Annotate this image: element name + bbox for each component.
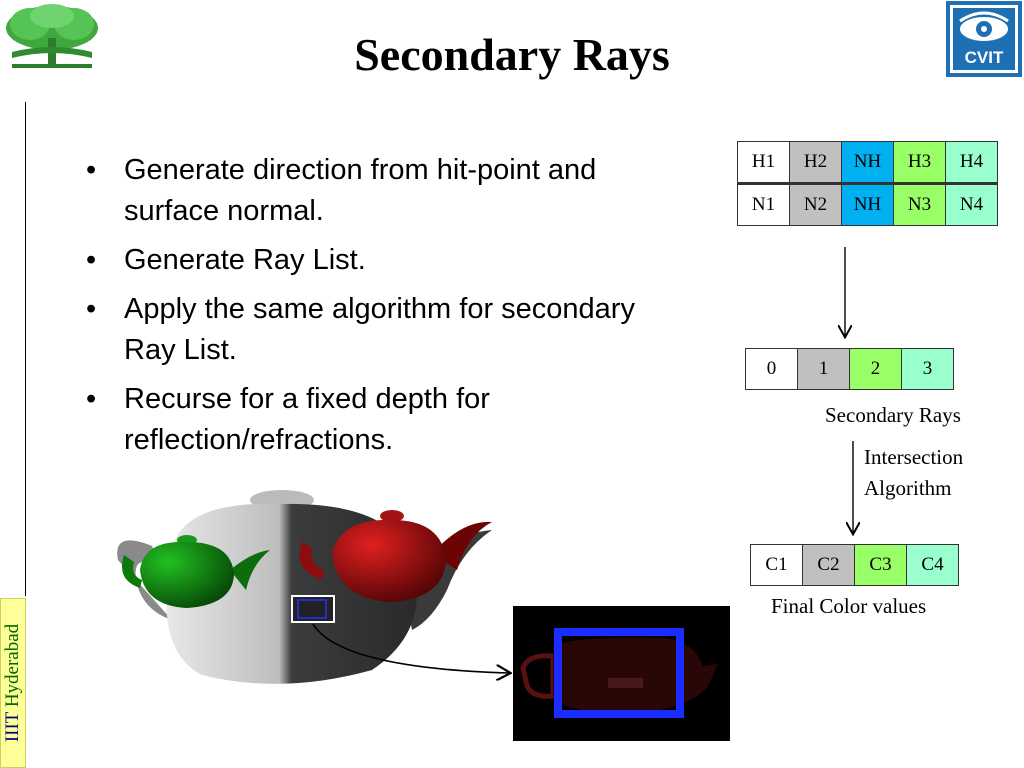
bullet-list: Generate direction from hit-point and su… — [86, 150, 646, 469]
bullet-item: Generate direction from hit-point and su… — [86, 150, 646, 232]
hit-cell: H2 — [789, 141, 842, 185]
normal-cell: N1 — [737, 183, 790, 226]
cvit-logo-text: CVIT — [965, 48, 1004, 67]
bullet-item: Generate Ray List. — [86, 240, 646, 281]
color-cell: C2 — [802, 544, 855, 586]
zoomed-teapot-inset — [513, 606, 730, 741]
intersection-caption-line1: Intersection — [864, 445, 964, 469]
final-color-table: C1 C2 C3 C4 — [750, 544, 959, 586]
slide-title: Secondary Rays — [354, 29, 670, 80]
normal-cell: N4 — [945, 183, 998, 226]
ray-cell: 1 — [797, 348, 850, 390]
secondary-rays-table: 0 1 2 3 — [745, 348, 954, 390]
hit-cell: H1 — [737, 141, 790, 185]
hit-normal-table: H1 H2 NH H3 H4 N1 N2 NH N3 N4 — [737, 141, 998, 226]
final-color-caption: Final Color values — [771, 594, 927, 618]
intersection-caption-line2: Algorithm — [864, 476, 952, 500]
hit-row: H1 H2 NH H3 H4 — [737, 141, 998, 185]
ray-cell: 0 — [745, 348, 798, 390]
normal-cell: N3 — [893, 183, 946, 226]
side-label-iiit-hyderabad: IIIT Hyderabad — [0, 598, 26, 768]
bullet-item: Recurse for a fixed depth for reflection… — [86, 379, 646, 461]
normal-cell: N2 — [789, 183, 842, 226]
normal-row: N1 N2 NH N3 N4 — [737, 183, 998, 226]
side-label-hyderabad: Hyderabad — [2, 623, 23, 708]
left-divider-line — [25, 102, 26, 596]
tree-logo — [6, 4, 98, 68]
color-cell: C3 — [854, 544, 907, 586]
hit-cell: H4 — [945, 141, 998, 185]
bullet-item: Apply the same algorithm for secondary R… — [86, 289, 646, 371]
normal-cell: NH — [841, 183, 894, 226]
intersection-algorithm-caption: Intersection Algorithm — [864, 442, 963, 504]
secondary-rays-caption: Secondary Rays — [825, 403, 961, 427]
hit-cell: NH — [841, 141, 894, 185]
cvit-logo: CVIT — [946, 1, 1022, 77]
ray-cell: 3 — [901, 348, 954, 390]
side-label-iiit: IIIT — [2, 711, 23, 743]
ray-cell: 2 — [849, 348, 902, 390]
hit-cell: H3 — [893, 141, 946, 185]
color-cell: C4 — [906, 544, 959, 586]
final-color-row: C1 C2 C3 C4 — [750, 544, 959, 586]
teapot-render — [117, 490, 492, 684]
secondary-rays-row: 0 1 2 3 — [745, 348, 954, 390]
color-cell: C1 — [750, 544, 803, 586]
